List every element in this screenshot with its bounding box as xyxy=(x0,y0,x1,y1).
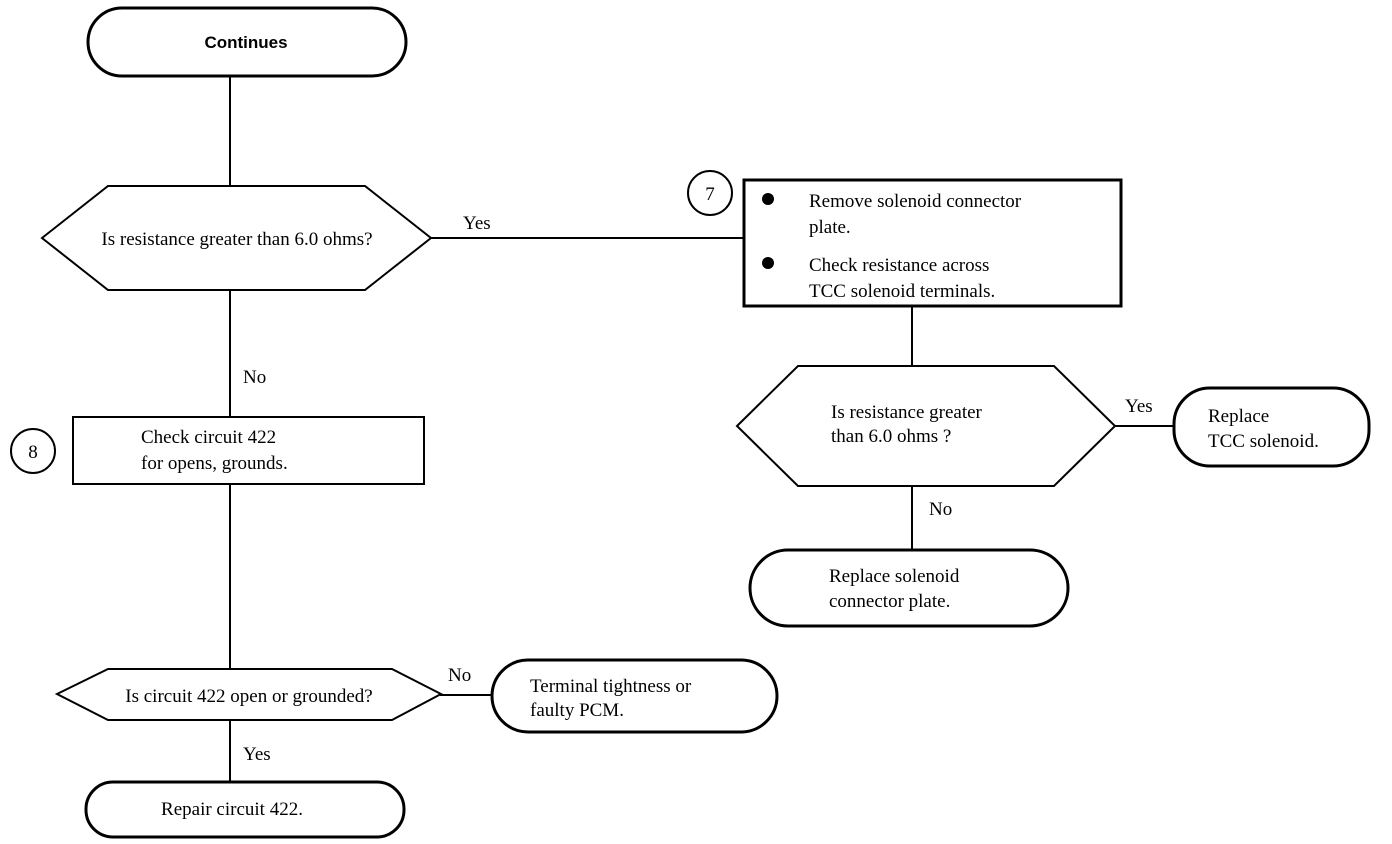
decision-circuit-shape xyxy=(54,668,444,721)
edge-label-yes-2: Yes xyxy=(1125,396,1153,417)
terminal-line-1: Terminal tightness or xyxy=(530,676,692,697)
edge-label-no-1: No xyxy=(243,367,266,388)
decision-resistance-shape xyxy=(40,185,433,291)
terminal-tightness-terminator: Terminal tightness or faulty PCM. xyxy=(490,658,779,734)
step-8-circle xyxy=(10,428,56,474)
step-7-bullet-2-line-2: TCC solenoid terminals. xyxy=(809,281,995,302)
replace-tcc-line-2: TCC solenoid. xyxy=(1208,431,1319,452)
bullet-icon xyxy=(762,257,774,269)
step-7: 7 Remove solenoid connector plate. Check… xyxy=(687,170,1123,308)
continues-terminator: Continues xyxy=(86,6,408,78)
decision-resistance-2-line-1: Is resistance greater xyxy=(831,402,983,423)
terminal-line-2: faulty PCM. xyxy=(530,700,624,721)
decision-resistance-2-shape xyxy=(735,365,1117,487)
edge-label-no-2: No xyxy=(929,499,952,520)
replace-tcc-line-1: Replace xyxy=(1208,406,1269,427)
step-7-bullet-1-line-1: Remove solenoid connector xyxy=(809,191,1022,212)
connectors xyxy=(229,76,1175,782)
repair-label: Repair circuit 422. xyxy=(161,799,303,820)
decision-circuit-label: Is circuit 422 open or grounded? xyxy=(125,686,372,707)
step-7-number: 7 xyxy=(705,184,715,205)
replace-plate-line-2: connector plate. xyxy=(829,591,950,612)
edge-label-yes-3: Yes xyxy=(243,744,271,765)
step-7-bullet-2-line-1: Check resistance across xyxy=(809,255,989,276)
continues-shape xyxy=(86,6,408,78)
decision-resistance-2-line-2: than 6.0 ohms ? xyxy=(831,426,951,447)
step-8-line-1: Check circuit 422 xyxy=(141,427,276,448)
step-8: 8 Check circuit 422 for opens, grounds. xyxy=(10,416,425,485)
replace-plate-line-1: Replace solenoid xyxy=(829,566,960,587)
step-7-bullet-1-line-2: plate. xyxy=(809,217,851,238)
decision-resistance: Is resistance greater than 6.0 ohms? xyxy=(40,185,433,291)
step-7-box xyxy=(742,178,1123,308)
replace-tcc-solenoid-terminator: Replace TCC solenoid. xyxy=(1172,386,1371,468)
step-8-number: 8 xyxy=(28,442,38,463)
step-8-box xyxy=(72,416,425,485)
edge-label-yes-1: Yes xyxy=(463,213,491,234)
continues-label: Continues xyxy=(204,33,287,52)
replace-connector-plate-terminator: Replace solenoid connector plate. xyxy=(748,548,1070,628)
decision-resistance-2: Is resistance greater than 6.0 ohms ? xyxy=(735,365,1117,487)
repair-shape xyxy=(84,780,406,839)
terminal-shape xyxy=(490,658,779,734)
repair-circuit-terminator: Repair circuit 422. xyxy=(84,780,406,839)
decision-resistance-label: Is resistance greater than 6.0 ohms? xyxy=(101,229,372,250)
decision-circuit-422: Is circuit 422 open or grounded? xyxy=(54,668,444,721)
step-7-circle xyxy=(687,170,733,216)
bullet-icon xyxy=(762,193,774,205)
step-8-line-2: for opens, grounds. xyxy=(141,453,288,474)
replace-tcc-shape xyxy=(1172,386,1371,468)
edge-label-no-3: No xyxy=(448,665,471,686)
replace-plate-shape xyxy=(748,548,1070,628)
